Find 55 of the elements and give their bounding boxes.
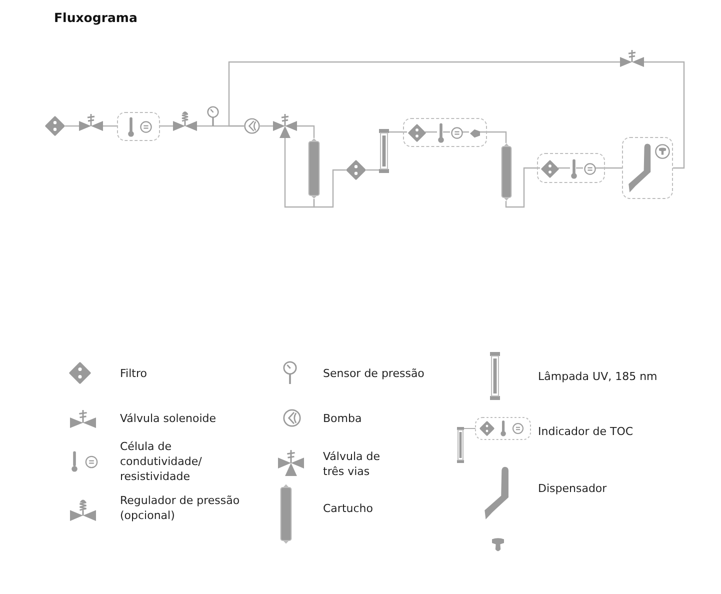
arrowhead-icon (470, 129, 480, 138)
dashed-frame (622, 137, 673, 199)
filter-icon (541, 160, 559, 178)
legend-label: Regulador de pressão (opcional) (120, 493, 241, 523)
pipe-line (558, 167, 570, 169)
equals-circle-icon (451, 127, 463, 139)
pressure-gauge-icon (207, 106, 219, 126)
pipe-line (313, 169, 346, 208)
pipe-line (425, 131, 437, 133)
legend-label: Bomba (323, 411, 362, 426)
pipe-line (297, 125, 315, 138)
pipe-line (284, 138, 315, 208)
pipe-line (595, 167, 622, 169)
pipe-line (389, 131, 407, 133)
pipe-line (103, 125, 117, 127)
dashed-frame (403, 118, 487, 147)
filter-icon (408, 124, 426, 142)
pipe-line (160, 125, 173, 127)
pipe-line (479, 131, 507, 143)
pipe-line (462, 131, 469, 133)
equals-circle-icon (140, 121, 152, 133)
uv-lamp-icon (379, 129, 389, 173)
legend-label: Sensor de pressão (323, 366, 424, 381)
pipe-line (644, 61, 685, 169)
valve-icon (620, 49, 644, 67)
valve-icon (79, 113, 103, 131)
cap-circle-icon (655, 144, 670, 159)
legend-label: Lâmpada UV, 185 nm (538, 369, 658, 384)
legend-label: Célula de condutividade/ resistividade (120, 439, 203, 484)
title: Fluxograma (54, 10, 138, 25)
thermometer-icon (571, 159, 577, 179)
dashed-frame (117, 112, 160, 141)
filter-icon (346, 160, 366, 180)
dispenser-icon (628, 143, 652, 193)
pipe-line (505, 167, 540, 208)
cartridge-icon (308, 138, 320, 199)
thermometer-icon (438, 123, 444, 143)
pump-icon (244, 118, 260, 134)
thermometer-icon (128, 117, 134, 137)
three-way-valve-icon (273, 113, 297, 138)
legend-label: Filtro (120, 366, 147, 381)
legend-label: Cartucho (323, 501, 373, 516)
pipe-line (366, 169, 379, 171)
pipe-line (197, 125, 213, 127)
pipe-line (260, 125, 273, 127)
legend-label: Válvula solenoide (120, 411, 216, 426)
dashed-frame (537, 153, 605, 183)
pressure-regulator-icon (173, 109, 197, 131)
legend-label: Dispensador (538, 481, 607, 496)
equals-circle-icon (584, 163, 596, 175)
cartridge-icon (501, 143, 512, 201)
legend-label: Válvula de três vias (323, 449, 381, 479)
legend-label: Indicador de TOC (538, 424, 634, 439)
pipe-line (65, 125, 79, 127)
filter-icon (45, 116, 65, 136)
